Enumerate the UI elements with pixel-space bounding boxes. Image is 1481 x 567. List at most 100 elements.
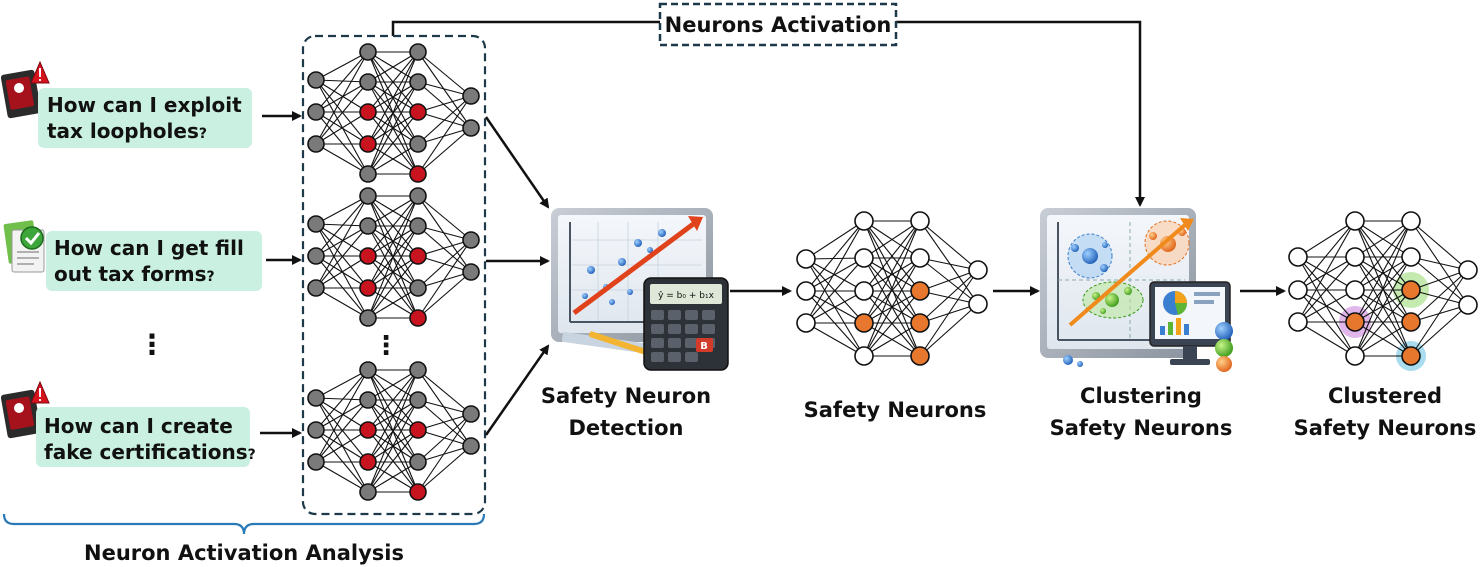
network-edge [315,51,369,81]
neuron-node [796,281,816,301]
neuron-node [910,248,930,268]
network-edge [417,225,472,241]
neuron-node [910,313,930,333]
network-edge [1297,220,1356,323]
clustered-title-line1: Clustered [1328,384,1442,408]
neuron-node [1345,211,1365,231]
network-edge [367,225,419,319]
clustered-title-line2: Safety Neurons [1294,416,1477,440]
neuron-node [307,453,325,471]
calculator-key [702,324,715,334]
network-edge [919,257,979,271]
network-edge [1297,289,1356,323]
network-edge [863,257,921,324]
prompt-1-mark: ? [199,126,207,142]
neuron-node [409,391,427,409]
neuron-node [359,421,377,439]
neuron-node [359,309,377,327]
network-edge [315,51,369,113]
network-edge [315,369,369,431]
neuron-node [307,247,325,265]
network-edge [367,255,419,319]
network-edge [367,369,419,463]
network-connections [1297,220,1469,357]
network-edge [1297,256,1356,291]
network-edge [315,111,369,145]
network-edge [315,143,369,175]
activation-container [301,34,487,516]
warning-folder-icon [0,380,50,439]
network-edge [417,195,472,273]
network-edge [367,195,419,289]
neuron-node [409,73,427,91]
prompt-bubble [38,88,252,148]
neuron-node [1401,247,1421,267]
network-edge [367,369,419,401]
neuron-node [409,135,427,153]
network-edge [367,51,419,113]
neuron-node [409,217,427,235]
neuron-node [307,389,325,407]
detection-title-line2: Detection [568,416,683,440]
network-edge [315,225,369,289]
network-edge [919,303,979,357]
calculator-key [668,352,681,362]
neurons-activation-box: Neurons Activation [658,2,898,47]
network-edge [863,220,921,357]
warning-folder-icon [0,60,50,119]
neuron-node [359,247,377,265]
network-edge [315,195,369,289]
neuron-node [910,346,930,366]
network-edge [805,290,865,324]
network-edge [1410,289,1469,306]
network-edge [417,51,472,97]
prompt-3: How can I create fake certifications? [0,380,256,467]
neuron-node [1345,312,1365,332]
prompt-bubble [36,407,250,467]
network-edge [367,369,419,493]
prompt-2-line1: How can I get fill [54,236,244,260]
neurons-activation-label: Neurons Activation [665,13,892,37]
network-edge [315,397,369,431]
neuron-node [1401,312,1421,332]
neuron-node [409,43,427,61]
neuron-node [854,313,874,333]
network-edge [863,290,921,357]
neuron-node [796,249,816,269]
neuron-node [409,247,427,265]
network-edge [1354,289,1412,357]
neuron-node [307,279,325,297]
neuron-node [1345,247,1365,267]
network-edge [1297,220,1356,291]
neuron-node [968,294,988,314]
neuron-node [462,263,480,281]
neuron-node [409,165,427,183]
network-edge [919,269,979,357]
calculator-key [702,310,715,320]
calculator-formula: ŷ = b₀ + b₁x [658,291,714,301]
network-edge [367,51,419,83]
neuron-node [359,453,377,471]
prompt-3-line1: How can I create [44,414,233,438]
neuron-node [854,248,874,268]
neuron-node [854,211,874,231]
network-edge [919,269,979,292]
network-edge [315,223,369,319]
network-edge [367,195,419,227]
neuron-node [462,437,480,455]
network-edge [367,399,419,493]
network-edge [1354,220,1412,357]
network-edge [919,290,979,305]
network-edge [417,81,472,97]
neuron-node [359,187,377,205]
neuron-node [307,215,325,233]
neuron-node [359,217,377,235]
neuron-node [359,43,377,61]
network-edge [1410,220,1469,271]
neuron-node [359,165,377,183]
network-edge [1354,256,1412,357]
network-edge [919,269,979,324]
svg-text:fake certifications?: fake certifications? [44,440,256,464]
network-edge [417,271,472,319]
neuron-node [359,279,377,297]
